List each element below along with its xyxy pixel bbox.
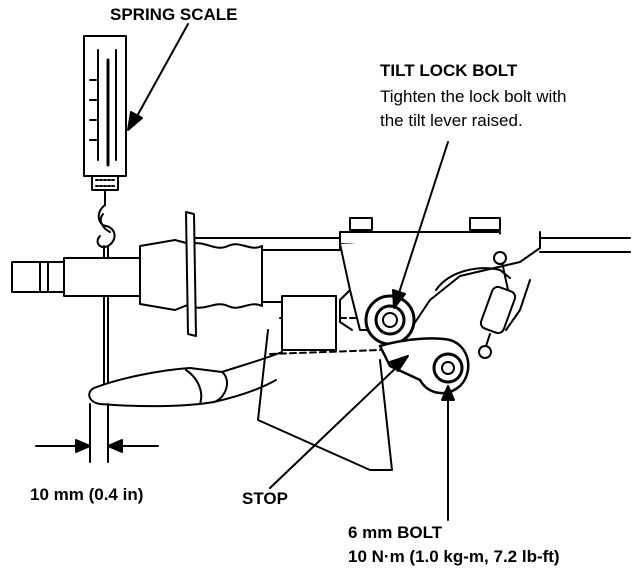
tilt-lock-bolt-leader <box>392 141 449 309</box>
tilt-lever-handle <box>88 351 283 408</box>
tilt-lever-plate <box>378 337 470 395</box>
bolt-6mm-label: 6 mm BOLT <box>348 523 443 542</box>
clearance-label: 10 mm (0.4 in) <box>30 485 144 504</box>
spring-scale-leader <box>127 23 189 131</box>
steering-column <box>11 237 631 311</box>
steering-disc <box>185 211 197 337</box>
clearance-dimension <box>35 403 159 463</box>
tilt-lock-bolt <box>364 294 416 346</box>
spring-scale-label: SPRING SCALE <box>110 5 238 24</box>
spring-scale <box>83 35 127 393</box>
tilt-lock-bolt-label: TILT LOCK BOLT <box>380 61 518 80</box>
tilt-note-line2: the tilt lever raised. <box>380 111 523 130</box>
bolt-6mm-leader <box>441 385 455 521</box>
torque-spec-label: 10 N·m (1.0 kg-m, 7.2 lb-ft) <box>348 547 560 566</box>
stop-label: STOP <box>242 489 288 508</box>
stop-leader <box>269 355 409 489</box>
tilt-note-line1: Tighten the lock bolt with <box>380 87 567 106</box>
